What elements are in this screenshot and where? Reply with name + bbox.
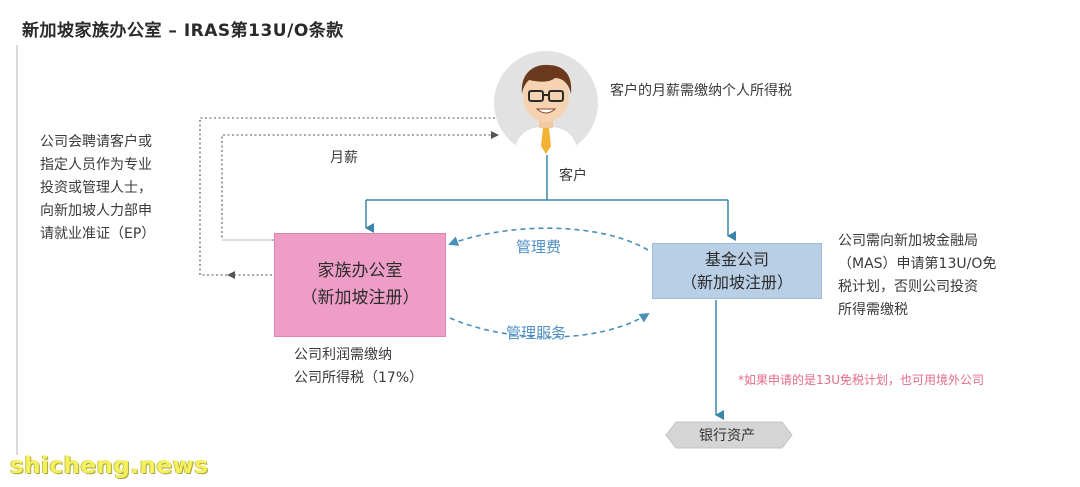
management-fee-label: 管理费 <box>516 238 562 256</box>
watermark: shicheng.news <box>10 453 209 479</box>
family-office-tax-note: 公司利润需缴纳 公司所得税（17%） <box>294 347 424 386</box>
bank-assets-label: 银行资产 <box>699 428 755 444</box>
overseas-company-note: *如果申请的是13U免税计划，也可用境外公司 <box>738 373 985 387</box>
salary-label: 月薪 <box>330 150 358 166</box>
family-office-box: 家族办公室 （新加坡注册） <box>274 233 446 337</box>
fund-company-name: 基金公司 <box>704 250 769 269</box>
left-divider <box>16 45 18 455</box>
client-tax-note: 客户的月薪需缴纳个人所得税 <box>610 83 792 99</box>
fund-company-tax-note: 公司需向新加坡金融局 （MAS）申请第13U/O免 税计划，否则公司投资 所得需… <box>838 233 997 318</box>
fund-company-box: 基金公司 （新加坡注册） <box>652 243 822 299</box>
fund-company-registration: （新加坡注册） <box>680 273 793 292</box>
businessman-avatar-icon <box>494 51 598 155</box>
management-fee-arrow <box>448 227 649 251</box>
management-service-arrow <box>449 312 650 338</box>
employment-note: 公司会聘请客户或 指定人员作为专业 投资或管理人士， 向新加坡人力部申 请就业准… <box>40 134 156 242</box>
client-label: 客户 <box>559 168 587 184</box>
bank-assets-shape <box>665 421 793 449</box>
client-to-entities-lines <box>365 152 736 241</box>
page-title: 新加坡家族办公室 – IRAS第13U/O条款 <box>22 21 344 41</box>
client-avatar <box>493 50 599 156</box>
family-office-name: 家族办公室 <box>317 261 403 281</box>
management-service-label: 管理服务 <box>506 324 567 342</box>
family-office-registration: （新加坡注册） <box>300 288 420 308</box>
